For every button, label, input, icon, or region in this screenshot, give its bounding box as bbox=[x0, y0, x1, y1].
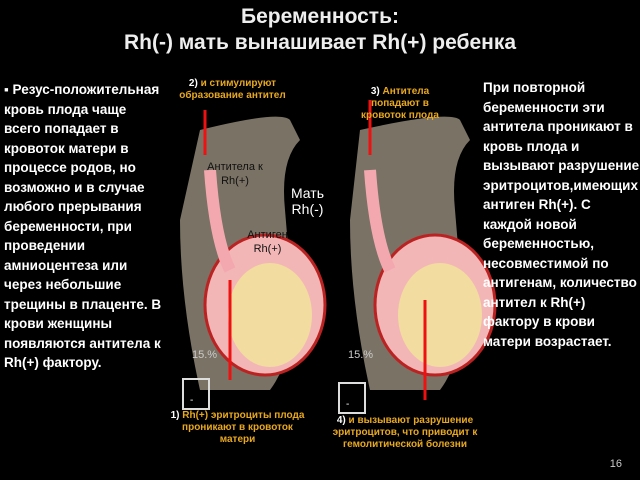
page-number: 16 bbox=[609, 458, 622, 470]
placeholder-box-left: - bbox=[182, 378, 210, 410]
step-3-label: 3) Антитела попадают в кровоток плода bbox=[361, 86, 439, 121]
title-line-2: Rh(-) мать вынашивает Rh(+) ребенка bbox=[123, 31, 517, 54]
antigen-label: Антиген Rh(+) bbox=[247, 229, 288, 255]
title-line-1: Беременность: bbox=[240, 5, 399, 28]
step-2-label: 2) и стимулируют образование антител bbox=[179, 78, 286, 101]
percent-right: 15.% bbox=[348, 349, 374, 361]
box-left-text: - bbox=[190, 395, 194, 406]
placeholder-box-right: - bbox=[338, 382, 366, 414]
vessel-right bbox=[364, 169, 396, 273]
right-text: При повторной беременности эти антитела … bbox=[483, 80, 640, 349]
fetus-left bbox=[228, 263, 312, 367]
left-text-block: ▪ Резус-положительная кровь плода чаще в… bbox=[4, 80, 164, 373]
vessel-left bbox=[204, 169, 236, 273]
antibodies-label: Антитела к Rh(+) bbox=[207, 161, 263, 187]
bullet-icon: ▪ bbox=[4, 82, 13, 97]
fetus-right bbox=[398, 263, 482, 367]
step-1-label: 1) Rh(+) эритроциты плода проникают в кр… bbox=[170, 410, 305, 445]
pregnancy-illustration bbox=[180, 100, 497, 400]
slide-title: Беременность: Rh(-) мать вынашивает Rh(+… bbox=[0, 4, 640, 56]
box-right-text: - bbox=[346, 399, 350, 410]
left-text: Резус-положительная кровь плода чаще все… bbox=[4, 82, 162, 370]
mother-label: Мать Rh(-) bbox=[290, 185, 324, 217]
percent-left: 15.% bbox=[192, 349, 218, 361]
step-4-label: 4) и вызывают разрушение эритроцитов, чт… bbox=[332, 415, 478, 450]
